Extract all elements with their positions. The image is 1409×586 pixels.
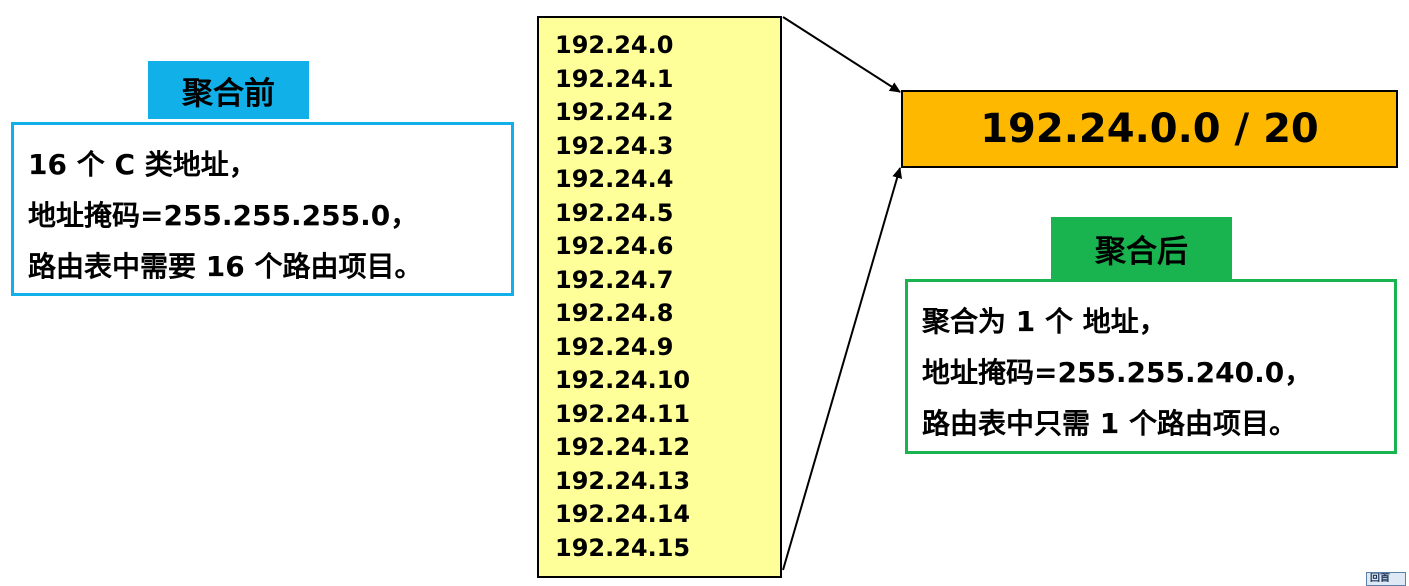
before-line-2: 地址掩码=255.255.255.0， xyxy=(28,199,419,232)
address-item: 192.24.12 xyxy=(555,433,691,461)
address-item: 192.24.11 xyxy=(555,399,691,428)
top-arrow xyxy=(782,16,901,93)
address-item: 192.24.7 xyxy=(555,265,674,294)
after-line-2: 地址掩码=255.255.240.0， xyxy=(922,356,1313,389)
address-item: 192.24.5 xyxy=(555,198,674,227)
after-aggregation-label: 聚合后 xyxy=(1051,217,1232,279)
address-item: 192.24.8 xyxy=(555,299,674,327)
address-item: 192.24.1 xyxy=(555,64,674,93)
address-item: 192.24.6 xyxy=(555,232,674,260)
after-line-3: 路由表中只需 1 个路由项目。 xyxy=(922,407,1297,440)
address-item: 192.24.3 xyxy=(555,131,674,160)
bottom-arrow xyxy=(782,167,903,571)
before-line-3: 路由表中需要 16 个路由项目。 xyxy=(28,250,423,283)
before-aggregation-label: 聚合前 xyxy=(148,61,309,119)
address-list: 192.24.0 192.24.1 192.24.2 192.24.3 192.… xyxy=(537,16,782,578)
address-item: 192.24.9 xyxy=(555,332,674,361)
address-item: 192.24.4 xyxy=(555,165,674,193)
after-line-1: 聚合为 1 个 地址， xyxy=(922,305,1167,338)
address-item: 192.24.14 xyxy=(555,500,691,528)
before-aggregation-box: 16 个 C 类地址， 地址掩码=255.255.255.0， 路由表中需要 1… xyxy=(11,122,514,296)
aggregated-prefix-box: 192.24.0.0 / 20 xyxy=(901,90,1398,168)
before-line-1: 16 个 C 类地址， xyxy=(28,148,257,181)
address-item: 192.24.0 xyxy=(555,31,674,59)
address-item: 192.24.13 xyxy=(555,466,691,495)
address-item: 192.24.15 xyxy=(555,533,691,562)
address-item: 192.24.10 xyxy=(555,366,691,394)
address-item: 192.24.2 xyxy=(555,98,674,126)
return-home-button[interactable]: 回首 xyxy=(1366,572,1406,586)
after-aggregation-box: 聚合为 1 个 地址， 地址掩码=255.255.240.0， 路由表中只需 1… xyxy=(905,279,1397,454)
